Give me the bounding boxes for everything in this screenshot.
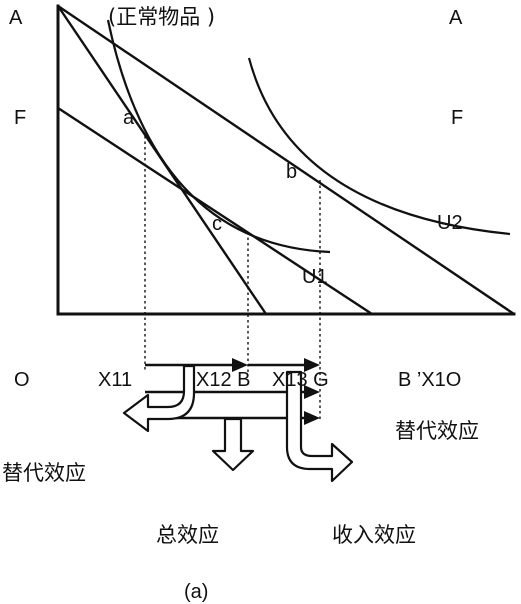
budget-line-new-ab-prime: [57, 5, 515, 315]
label-f-right: F: [451, 107, 463, 129]
indifference-curve-u1: [106, 19, 331, 254]
x-label-b-prime-x1o: B ’X1O: [398, 369, 461, 391]
curve-u1-label: U1: [302, 266, 328, 288]
income-effect-hollow-arrow: [285, 370, 354, 483]
substitution-effect-label-right: 替代效应: [395, 419, 479, 443]
label-f-left: F: [14, 107, 26, 129]
x-label-x13-g: X13 G: [272, 369, 329, 391]
arrowhead-total-upper: [304, 385, 320, 399]
total-effect-hollow-arrow: [211, 417, 255, 472]
x-label-x11: X11: [98, 369, 132, 391]
label-a-left: A: [9, 7, 23, 29]
curve-u2-label: U2: [437, 212, 463, 234]
total-effect-label: 总效应: [156, 523, 219, 547]
chart-title: (正常物品 ): [108, 5, 215, 29]
substitution-effect-hollow-arrow: [122, 364, 196, 433]
income-effect-label: 收入效应: [332, 523, 416, 547]
label-a-right: A: [449, 7, 463, 29]
arrowhead-total-lower: [304, 411, 320, 425]
point-a-label: a: [123, 107, 135, 129]
point-c-label: c: [212, 213, 222, 235]
substitution-effect-label-left: 替代效应: [2, 461, 86, 485]
point-b-label: b: [286, 161, 297, 183]
figure-caption: (a): [184, 581, 208, 603]
origin-label: O: [14, 369, 30, 391]
x-label-x12-b: X12 B: [196, 369, 250, 391]
arrowhead-x12: [232, 358, 248, 372]
indifference-curve-u2: [247, 57, 511, 236]
arrowhead-x13: [304, 358, 320, 372]
